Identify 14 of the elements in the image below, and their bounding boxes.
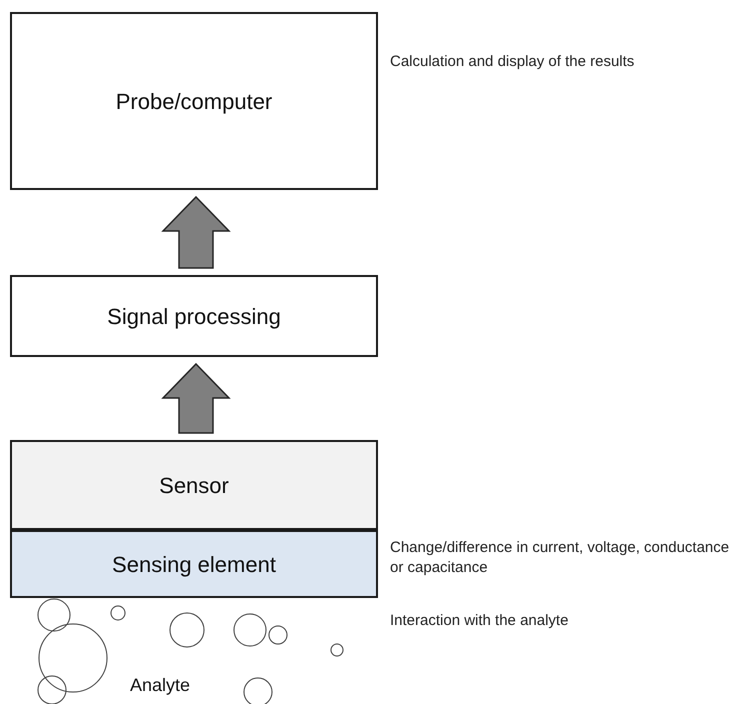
side-note: Change/difference in current, voltage, conductance or capacitance	[390, 538, 730, 578]
side-note: Interaction with the analyte	[390, 611, 570, 631]
side-note: Calculation and display of the results	[390, 52, 636, 72]
process-box	[10, 12, 378, 190]
block-arrow	[161, 196, 231, 269]
process-box	[10, 440, 378, 530]
process-box	[10, 275, 378, 357]
process-box	[10, 530, 378, 598]
analyte-label: Analyte	[130, 674, 190, 697]
box-label: Probe/computer	[116, 88, 272, 116]
box-label: Signal processing	[107, 302, 281, 331]
block-arrow	[161, 362, 231, 434]
box-label: Sensing element	[112, 550, 276, 579]
box-label: Sensor	[159, 472, 229, 500]
